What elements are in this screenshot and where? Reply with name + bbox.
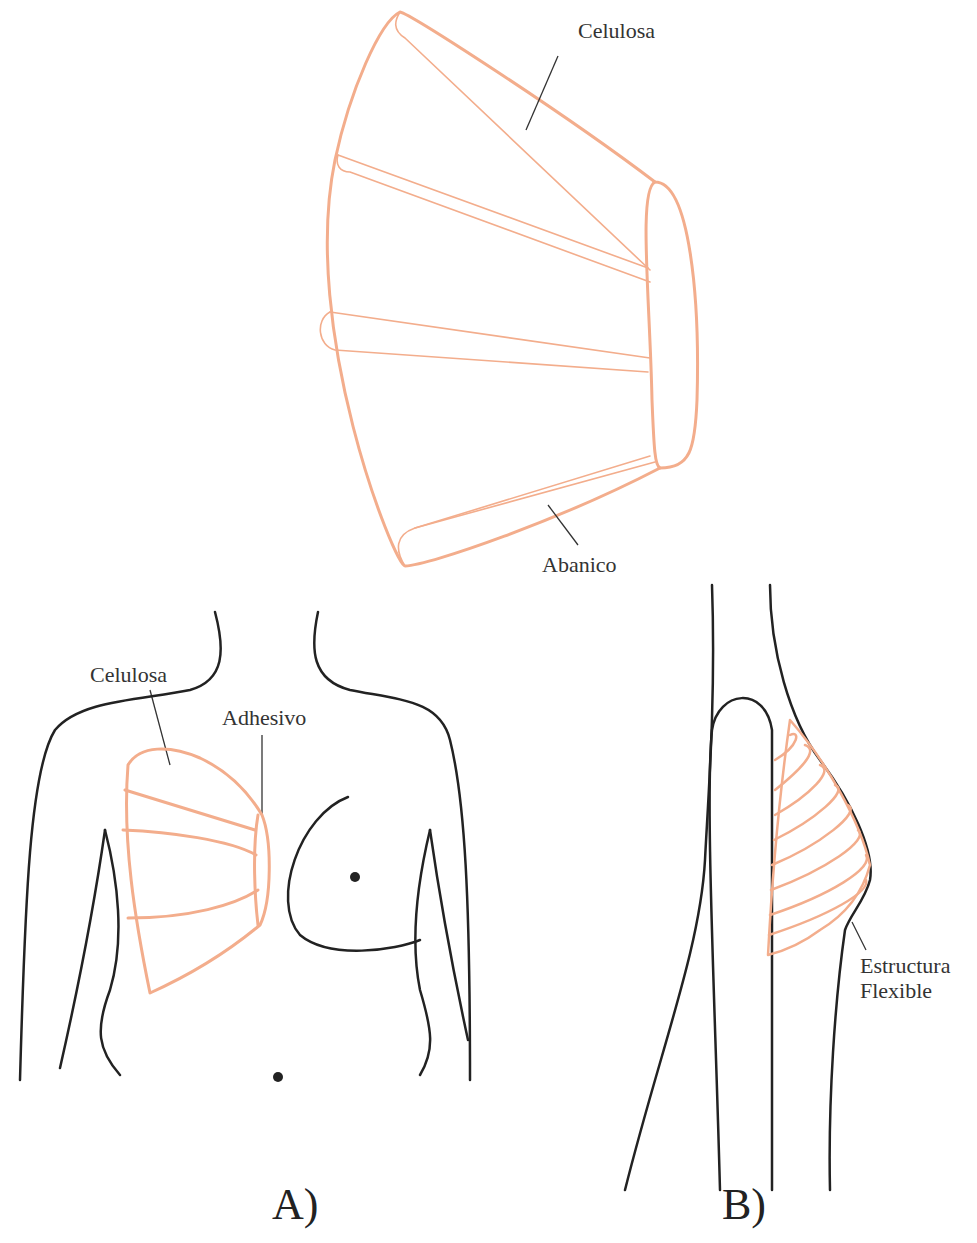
part-label: Abanico (542, 552, 617, 577)
panel-label: B) (722, 1180, 766, 1231)
body-dots (273, 872, 360, 1082)
side-prosthesis (768, 720, 870, 955)
part-label: Adhesivo (222, 705, 306, 730)
panel-label: A) (272, 1180, 318, 1231)
fan-prosthesis-detail (320, 12, 697, 566)
body-side-outline (625, 585, 871, 1190)
leader-lines (150, 56, 866, 950)
front-prosthesis (123, 749, 269, 993)
part-label: Celulosa (90, 662, 167, 687)
part-label: Estructura Flexible (860, 953, 960, 1004)
body-front-outline (20, 612, 470, 1080)
part-label: Celulosa (578, 18, 655, 43)
